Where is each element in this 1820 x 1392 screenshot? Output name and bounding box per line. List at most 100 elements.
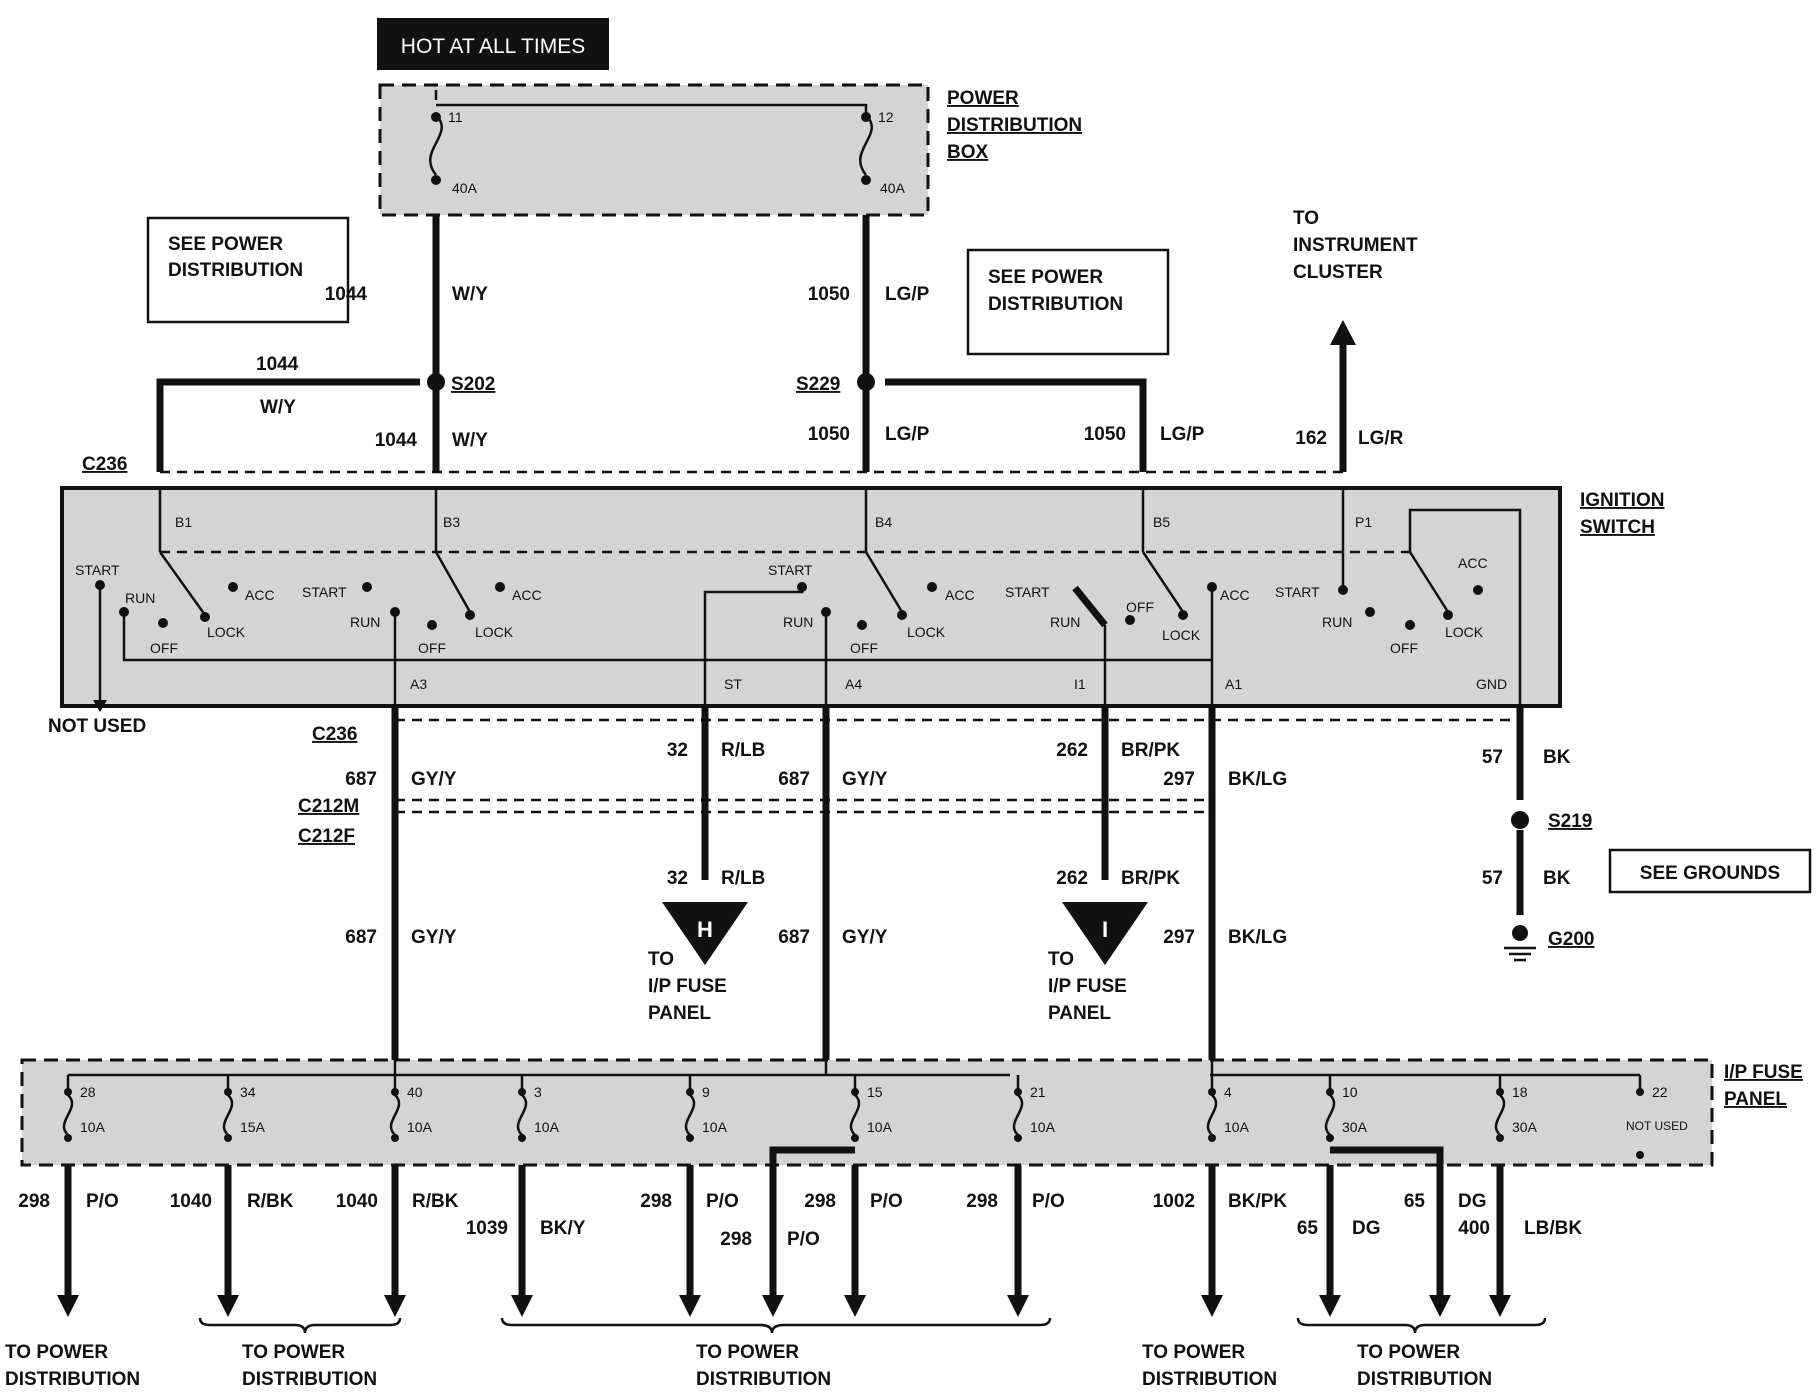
wire-687c-color: GY/Y: [411, 927, 457, 948]
bottom-wires: [57, 1146, 1511, 1317]
arrow-down-icon: [1201, 1295, 1223, 1317]
brace-3-icon: [1296, 1317, 1547, 1334]
power-distribution-box: [380, 85, 928, 215]
to-power-5a: TO POWER: [1357, 1342, 1460, 1363]
fuse-40-icon: [389, 1094, 401, 1136]
see-power-2-line2: DISTRIBUTION: [988, 294, 1123, 315]
run-3: RUN: [783, 614, 813, 630]
ip-fuse-amp: 10A: [1030, 1119, 1056, 1135]
ip-fuse-num: 18: [1512, 1084, 1528, 1100]
h-ref-label: H: [697, 917, 713, 942]
c212f-label: C212F: [298, 826, 355, 847]
off-1: OFF: [150, 640, 178, 656]
pin-gnd: GND: [1476, 676, 1507, 692]
ip-fuse-amp: 15A: [240, 1119, 266, 1135]
ip-fuse-num: 21: [1030, 1084, 1046, 1100]
pin-a3: A3: [410, 676, 427, 692]
fuse-9-icon: [684, 1094, 696, 1136]
instrument-line2: INSTRUMENT: [1293, 235, 1418, 256]
s202-label: S202: [451, 374, 495, 395]
fuse-4-icon: [1206, 1094, 1218, 1136]
see-power-1-line1: SEE POWER: [168, 234, 283, 255]
wire-298d-circuit: 298: [804, 1191, 836, 1212]
wire-297-circuit: 297: [1163, 769, 1195, 790]
acc-4: ACC: [1220, 587, 1250, 603]
middle-wires: [391, 706, 1524, 1060]
g200-label: G200: [1548, 929, 1594, 950]
wire-687d-color: GY/Y: [842, 927, 888, 948]
ip-fuse-amp: 10A: [534, 1119, 560, 1135]
wire-298e-circuit: 298: [966, 1191, 998, 1212]
start-5: START: [1275, 584, 1320, 600]
wire-400-circuit: 400: [1458, 1218, 1490, 1239]
pin-b3: B3: [443, 514, 460, 530]
wire-687c-circuit: 687: [345, 927, 377, 948]
pin-b4: B4: [875, 514, 892, 530]
not-used-arrow-icon: [93, 700, 107, 712]
instrument-arrow-icon: [1330, 320, 1356, 345]
wire-65b-circuit: 65: [1404, 1191, 1426, 1212]
acc-3: ACC: [945, 587, 975, 603]
pin-b1: B1: [175, 514, 192, 530]
fuse-3-icon: [516, 1094, 528, 1136]
c236-bottom-label: C236: [312, 724, 357, 745]
wire-57-circuit: 57: [1482, 747, 1503, 768]
c212m-label: C212M: [298, 796, 359, 817]
h-ref-text-2: I/P FUSE: [648, 976, 727, 997]
wire-298b-circuit: 298: [640, 1191, 672, 1212]
ip-fuse-amp: 10A: [407, 1119, 433, 1135]
ip-fuses: 2810A3415A4010A310A910A1510A2110A410A103…: [62, 1075, 1688, 1159]
pin-a1: A1: [1225, 676, 1242, 692]
run-2: RUN: [350, 614, 380, 630]
see-grounds-label: SEE GROUNDS: [1640, 863, 1780, 884]
arrow-down-icon: [762, 1295, 784, 1317]
ip-fuse-amp: 10A: [80, 1119, 106, 1135]
to-power-2b: DISTRIBUTION: [242, 1369, 377, 1390]
h-ref-text-3: PANEL: [648, 1003, 711, 1024]
wire-687-circuit: 687: [345, 769, 377, 790]
arrow-down-icon: [1489, 1295, 1511, 1317]
s229-splice: [857, 373, 875, 391]
wire-65a-circuit: 65: [1297, 1218, 1319, 1239]
wire-262-color: BR/PK: [1121, 740, 1180, 761]
to-power-3b: DISTRIBUTION: [696, 1369, 831, 1390]
wire-1039-circuit: 1039: [466, 1218, 508, 1239]
acc-1: ACC: [245, 587, 275, 603]
wire-57-color: BK: [1543, 747, 1571, 768]
to-power-1b: DISTRIBUTION: [5, 1369, 140, 1390]
brace-2-icon: [500, 1317, 1052, 1334]
lock-5: LOCK: [1445, 624, 1484, 640]
start-2: START: [302, 584, 347, 600]
i-ref-text-1: TO: [1048, 949, 1074, 970]
s219-splice: [1511, 811, 1529, 829]
wire-1044-color: W/Y: [452, 284, 488, 305]
fuse-15-icon: [849, 1094, 861, 1136]
wire-298a-color: P/O: [86, 1191, 119, 1212]
pdb-fuse-12-num: 12: [878, 109, 894, 125]
to-power-3a: TO POWER: [696, 1342, 799, 1363]
wire-1040b-circuit: 1040: [336, 1191, 378, 1212]
wire-57b-color: BK: [1543, 868, 1571, 889]
see-grounds-box: [1608, 848, 1812, 894]
wire-1002-circuit: 1002: [1153, 1191, 1195, 1212]
lock-3: LOCK: [907, 624, 946, 640]
ip-fuse-num: 10: [1342, 1084, 1358, 1100]
see-power-box-1: [146, 216, 350, 324]
wire-1039-color: BK/Y: [540, 1218, 586, 1239]
ignition-switch: [62, 488, 1560, 706]
wire-298e-color: P/O: [1032, 1191, 1065, 1212]
instrument-line1: TO: [1293, 208, 1319, 229]
to-power-1a: TO POWER: [5, 1342, 108, 1363]
i-ref-text-3: PANEL: [1048, 1003, 1111, 1024]
ip-fuse-num: 9: [702, 1084, 710, 1100]
arrow-down-icon: [844, 1295, 866, 1317]
h-ref-icon: [662, 902, 748, 965]
wire-687b-circuit: 687: [778, 769, 810, 790]
arrow-down-icon: [57, 1295, 79, 1317]
wire-1050-color: LG/P: [885, 284, 930, 305]
off-4: OFF: [1126, 599, 1154, 615]
wire-1050b-circuit: 1050: [808, 424, 850, 445]
ip-fuse-num: 34: [240, 1084, 256, 1100]
pin-i1: I1: [1074, 676, 1086, 692]
